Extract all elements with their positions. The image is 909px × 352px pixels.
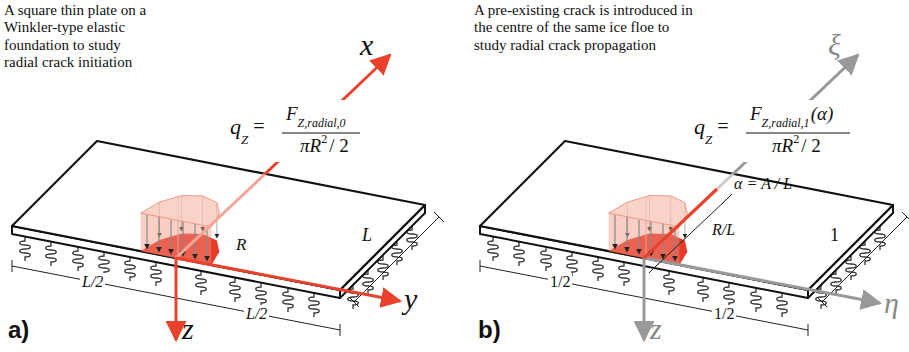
formula-symbol: F (286, 104, 298, 123)
formula-subscript: Z,radial,0 (298, 117, 346, 129)
dimension-label: L/2 (80, 273, 105, 291)
panel-label: b) (478, 318, 501, 342)
formula-ground (224, 100, 854, 162)
axis-label: η (884, 288, 899, 318)
formula-symbol: F (750, 104, 762, 123)
formula-symbol: = (717, 116, 728, 136)
panel-b-plate (480, 141, 909, 336)
formula-subscript: Z,radial,1 (762, 117, 810, 129)
panel-a-axes (176, 55, 400, 340)
axis-label: ξ (828, 30, 841, 60)
panel-a-plate (12, 141, 444, 336)
formula-symbol: / 2 (329, 136, 349, 155)
formula-symbol: (α) (811, 104, 834, 123)
axis-label: z (182, 314, 194, 344)
dimension-label: L (362, 226, 372, 244)
formula-subscript: Z (241, 133, 248, 146)
annotation-text: A square thin plate on a Winkler-type el… (4, 2, 154, 71)
formula-superscript: 2 (321, 133, 327, 145)
formula-symbol: / 2 (801, 136, 821, 155)
dimension-label: R (236, 236, 246, 253)
formula-subscript: Z (705, 133, 712, 146)
formula-superscript: 2 (793, 133, 799, 145)
dimension-label: 1/2 (712, 305, 736, 323)
formula-symbol: = (253, 116, 264, 136)
formula-symbol: q (230, 116, 241, 138)
dimension-label: 1 (830, 226, 839, 244)
dimension-label: α = A / L (734, 176, 792, 192)
formula-symbol: πR (772, 136, 793, 155)
dimension-label: L/2 (244, 305, 269, 323)
annotation-text: A pre-existing crack is introduced in th… (474, 2, 702, 54)
panel-label: a) (8, 318, 29, 342)
formula-symbol: q (694, 116, 705, 138)
panel-b-axes (644, 55, 880, 340)
dimension-label: 1/2 (548, 273, 572, 291)
formula-symbol: πR (300, 136, 321, 155)
dimension-label: R/L (712, 222, 735, 238)
crack-line (644, 189, 717, 258)
axis-label: x (360, 30, 373, 60)
axis-label: z (650, 314, 662, 344)
axis-label: y (404, 284, 417, 314)
